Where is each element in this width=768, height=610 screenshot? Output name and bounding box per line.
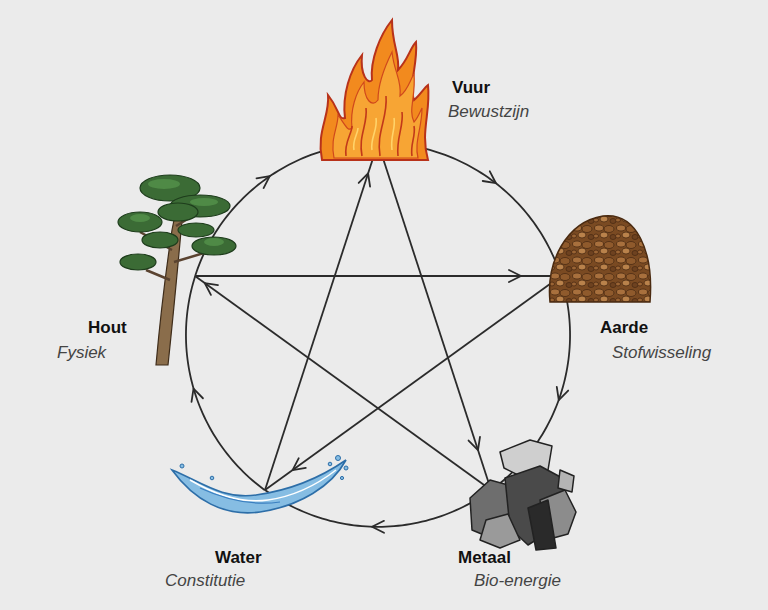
element-node: HoutFysiek — [118, 172, 238, 367]
element-node: VuurBewustzijn — [315, 18, 430, 165]
controlling-arrow — [265, 276, 561, 490]
controlling-arrow — [378, 143, 491, 490]
connector-line — [265, 276, 561, 490]
connector-line — [378, 143, 491, 490]
arrowhead — [483, 171, 496, 183]
arrowhead — [359, 173, 370, 186]
arrowhead — [557, 387, 568, 400]
water-illustration — [172, 456, 348, 513]
element-aspect: Bewustzijn — [448, 102, 529, 122]
generating-arrow — [378, 143, 561, 276]
earth-illustration — [549, 216, 650, 302]
element-name: Hout — [88, 318, 127, 338]
generating-arrow — [186, 276, 265, 490]
connector-line — [491, 276, 570, 490]
element-node: MetaalBio-energie — [458, 438, 578, 552]
generating-arrow — [491, 276, 570, 490]
element-aspect: Bio-energie — [474, 571, 561, 591]
element-name: Aarde — [600, 318, 648, 338]
fire-illustration — [320, 20, 428, 160]
element-name: Metaal — [458, 548, 511, 568]
connector-line — [186, 276, 265, 490]
connector-line — [195, 276, 491, 490]
element-aspect: Fysiek — [57, 343, 106, 363]
metal-illustration — [470, 440, 576, 550]
controlling-arrow — [195, 276, 491, 490]
element-name: Water — [215, 548, 262, 568]
arrowhead — [257, 176, 270, 188]
tree-illustration — [118, 175, 236, 365]
connector-line — [195, 275, 561, 277]
controlling-arrow — [265, 143, 378, 490]
arrowhead — [372, 521, 384, 533]
element-node: WaterConstitutie — [170, 452, 352, 520]
arrowhead — [469, 437, 480, 450]
arrowhead — [509, 270, 521, 282]
controlling-arrow — [195, 270, 561, 282]
element-aspect: Stofwisseling — [612, 343, 711, 363]
element-aspect: Constitutie — [165, 571, 245, 591]
connector-line — [265, 143, 378, 490]
arrowhead — [293, 458, 306, 470]
element-name: Vuur — [452, 78, 490, 98]
arrowhead — [205, 283, 218, 295]
arrowhead — [192, 389, 203, 402]
element-node: AardeStofwisseling — [548, 200, 652, 305]
connector-line — [378, 143, 561, 276]
